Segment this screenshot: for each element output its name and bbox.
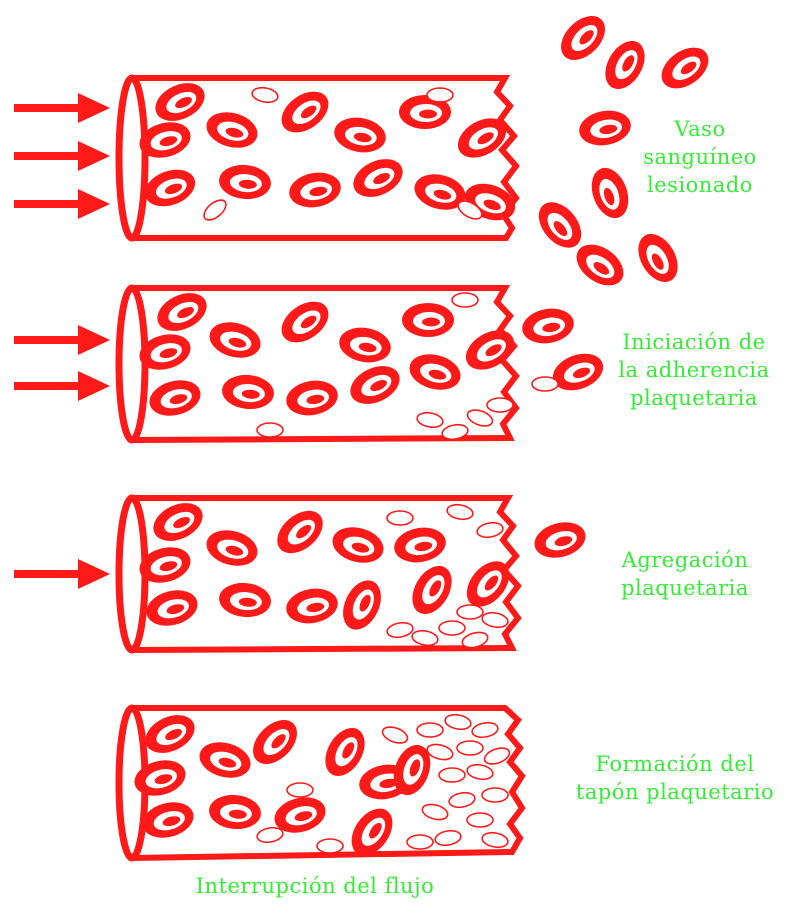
- stage-1-label: Vaso sanguíneo lesionado: [615, 115, 785, 199]
- flow-arrow: [14, 559, 110, 589]
- vessel-stage-2: [119, 286, 608, 442]
- flow-arrow: [14, 189, 110, 219]
- stage-3-label: Agregación plaquetaria: [600, 546, 770, 602]
- vessel-stage-3: [119, 496, 590, 651]
- flow-arrow: [14, 141, 110, 171]
- caption: Interrupción del flujo: [150, 872, 480, 900]
- flow-arrow: [14, 371, 110, 401]
- stage-4-label: Formación del tapón plaquetario: [565, 750, 785, 806]
- vessel-stage-4: [119, 708, 522, 863]
- stage-2-label: Iniciación de la adherencia plaquetaria: [600, 328, 788, 412]
- flow-arrow: [14, 325, 110, 355]
- flow-arrow: [14, 93, 110, 123]
- flow-arrows: [14, 93, 110, 589]
